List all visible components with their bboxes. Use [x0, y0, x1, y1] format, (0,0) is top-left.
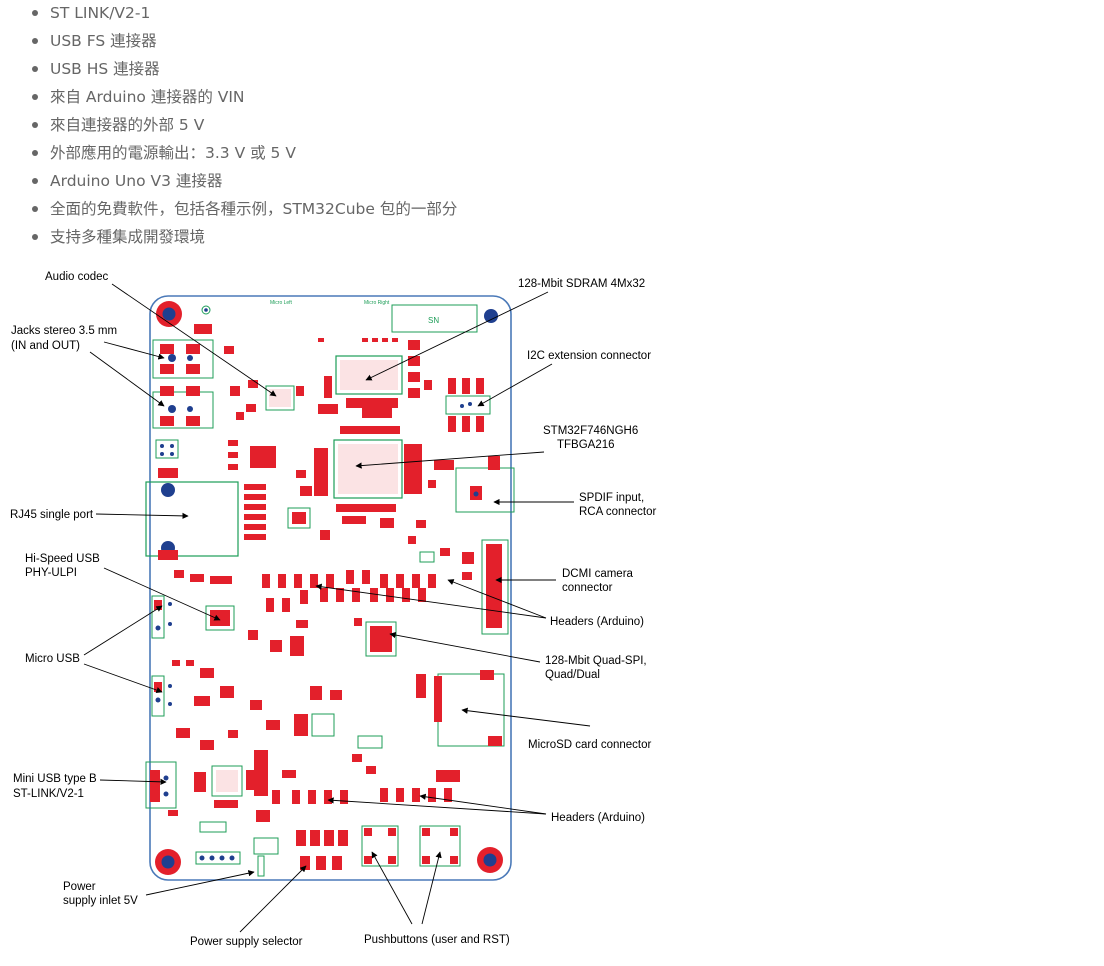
- feature-item: 全面的免費軟件，包括各種示例，STM32Cube 包的一部分: [28, 196, 457, 224]
- feature-item: 來自 Arduino 連接器的 VIN: [28, 84, 457, 112]
- pointer-pushbutton-rst: [421, 851, 442, 925]
- rj45-connector: [145, 446, 311, 560]
- label-hs-usb-line1: Hi-Speed USB: [25, 553, 100, 565]
- feature-list: ST LINK/V2-1 USB FS 連接器 USB HS 連接器 來自 Ar…: [28, 0, 457, 252]
- audio-jacks: [152, 339, 214, 459]
- pointer-micro-usb-2: [83, 663, 163, 694]
- pointer-hs-usb: [103, 567, 221, 621]
- pointer-headers-top-2: [447, 579, 547, 619]
- pointer-microsd: [461, 707, 591, 727]
- label-headers-top: Headers (Arduino): [550, 616, 644, 628]
- diagram-labels: Audio codec Jacks stereo 3.5 mm (IN and …: [10, 271, 657, 948]
- feature-item: 支持多種集成開發環境: [28, 224, 457, 252]
- sn-box: [391, 304, 478, 333]
- pointer-audio-codec: [111, 283, 277, 397]
- pointer-mini-usb: [99, 778, 167, 785]
- label-microsd: MicroSD card connector: [528, 739, 652, 751]
- mounting-hole-bottom-left: [155, 849, 181, 875]
- micro-usb-connectors: [151, 595, 172, 717]
- quad-spi-chip: [354, 618, 397, 657]
- pointer-power-selector: [239, 865, 307, 933]
- sn-label: SN: [428, 316, 439, 325]
- label-spdif-line2: RCA connector: [579, 506, 657, 518]
- label-headers-bottom: Headers (Arduino): [551, 812, 645, 824]
- label-spdif-line1: SPDIF input,: [579, 492, 644, 504]
- misc-components: [168, 380, 450, 833]
- feature-item: ST LINK/V2-1: [28, 0, 457, 28]
- pointer-headers-top-1: [315, 583, 547, 619]
- label-hs-usb-line2: PHY-ULPI: [25, 567, 77, 579]
- pointer-micro-usb-1: [83, 605, 163, 656]
- label-rj45: RJ45 single port: [10, 509, 94, 521]
- label-mcu-line2: TFBGA216: [557, 439, 615, 451]
- feature-item: 外部應用的電源輸出：3.3 V 或 5 V: [28, 140, 457, 168]
- label-power-selector: Power supply selector: [190, 936, 303, 948]
- micro-left-label: Micro Left: [270, 300, 293, 306]
- pointer-mcu: [355, 451, 545, 469]
- i2c-connector: [445, 378, 491, 432]
- feature-item: USB HS 連接器: [28, 56, 457, 84]
- label-i2c: I2C extension connector: [527, 350, 651, 362]
- pointer-i2c: [477, 363, 553, 407]
- pointer-headers-bottom-2: [419, 793, 547, 815]
- micro-right-label: Micro Right: [364, 300, 390, 306]
- arduino-headers-top: [262, 570, 436, 612]
- feature-item: 來自連接器的外部 5 V: [28, 112, 457, 140]
- label-power-inlet-line1: Power: [63, 881, 96, 893]
- spdif-connector: [455, 456, 515, 513]
- mcu-chip: [314, 426, 454, 512]
- label-audio-codec: Audio codec: [45, 271, 109, 283]
- mounting-hole-top-right: [484, 309, 498, 323]
- pointer-rj45: [95, 512, 189, 520]
- label-micro-usb: Micro USB: [25, 653, 80, 665]
- pointer-pushbutton-user: [371, 851, 413, 925]
- pointer-jacks-1: [103, 341, 165, 360]
- feature-item: USB FS 連接器: [28, 28, 457, 56]
- label-mini-usb-line1: Mini USB type B: [13, 773, 97, 785]
- label-jacks-line2: (IN and OUT): [11, 340, 80, 352]
- label-mcu-line1: STM32F746NGH6: [543, 425, 638, 437]
- mounting-hole-top-left: [156, 301, 182, 327]
- label-sdram: 128-Mbit SDRAM 4Mx32: [518, 278, 645, 290]
- pointer-lines: [83, 283, 591, 933]
- label-power-inlet-line2: supply inlet 5V: [63, 895, 138, 907]
- power-supply-area: [195, 830, 348, 877]
- pushbuttons: [361, 825, 461, 867]
- label-qspi-line2: Quad/Dual: [545, 669, 600, 681]
- label-qspi-line1: 128-Mbit Quad-SPI,: [545, 655, 647, 667]
- label-dcmi-line2: connector: [562, 582, 613, 594]
- label-dcmi-line1: DCMI camera: [562, 568, 634, 580]
- pointer-jacks-2: [89, 351, 165, 407]
- label-pushbuttons: Pushbuttons (user and RST): [364, 934, 510, 946]
- arduino-headers-bottom: [292, 770, 460, 804]
- dcmi-connector: [462, 539, 509, 635]
- pointer-power-inlet: [145, 870, 255, 896]
- pointer-sdram: [365, 291, 549, 381]
- microsd-connector: [416, 670, 505, 747]
- mounting-hole-bottom-right: [477, 847, 503, 873]
- feature-item: Arduino Uno V3 連接器: [28, 168, 457, 196]
- mini-usb-stlink: [145, 750, 268, 809]
- label-mini-usb-line2: ST-LINK/V2-1: [13, 788, 84, 800]
- pointer-qspi: [389, 631, 541, 663]
- label-jacks-line1: Jacks stereo 3.5 mm: [11, 325, 117, 337]
- pointer-headers-bottom-1: [327, 797, 547, 815]
